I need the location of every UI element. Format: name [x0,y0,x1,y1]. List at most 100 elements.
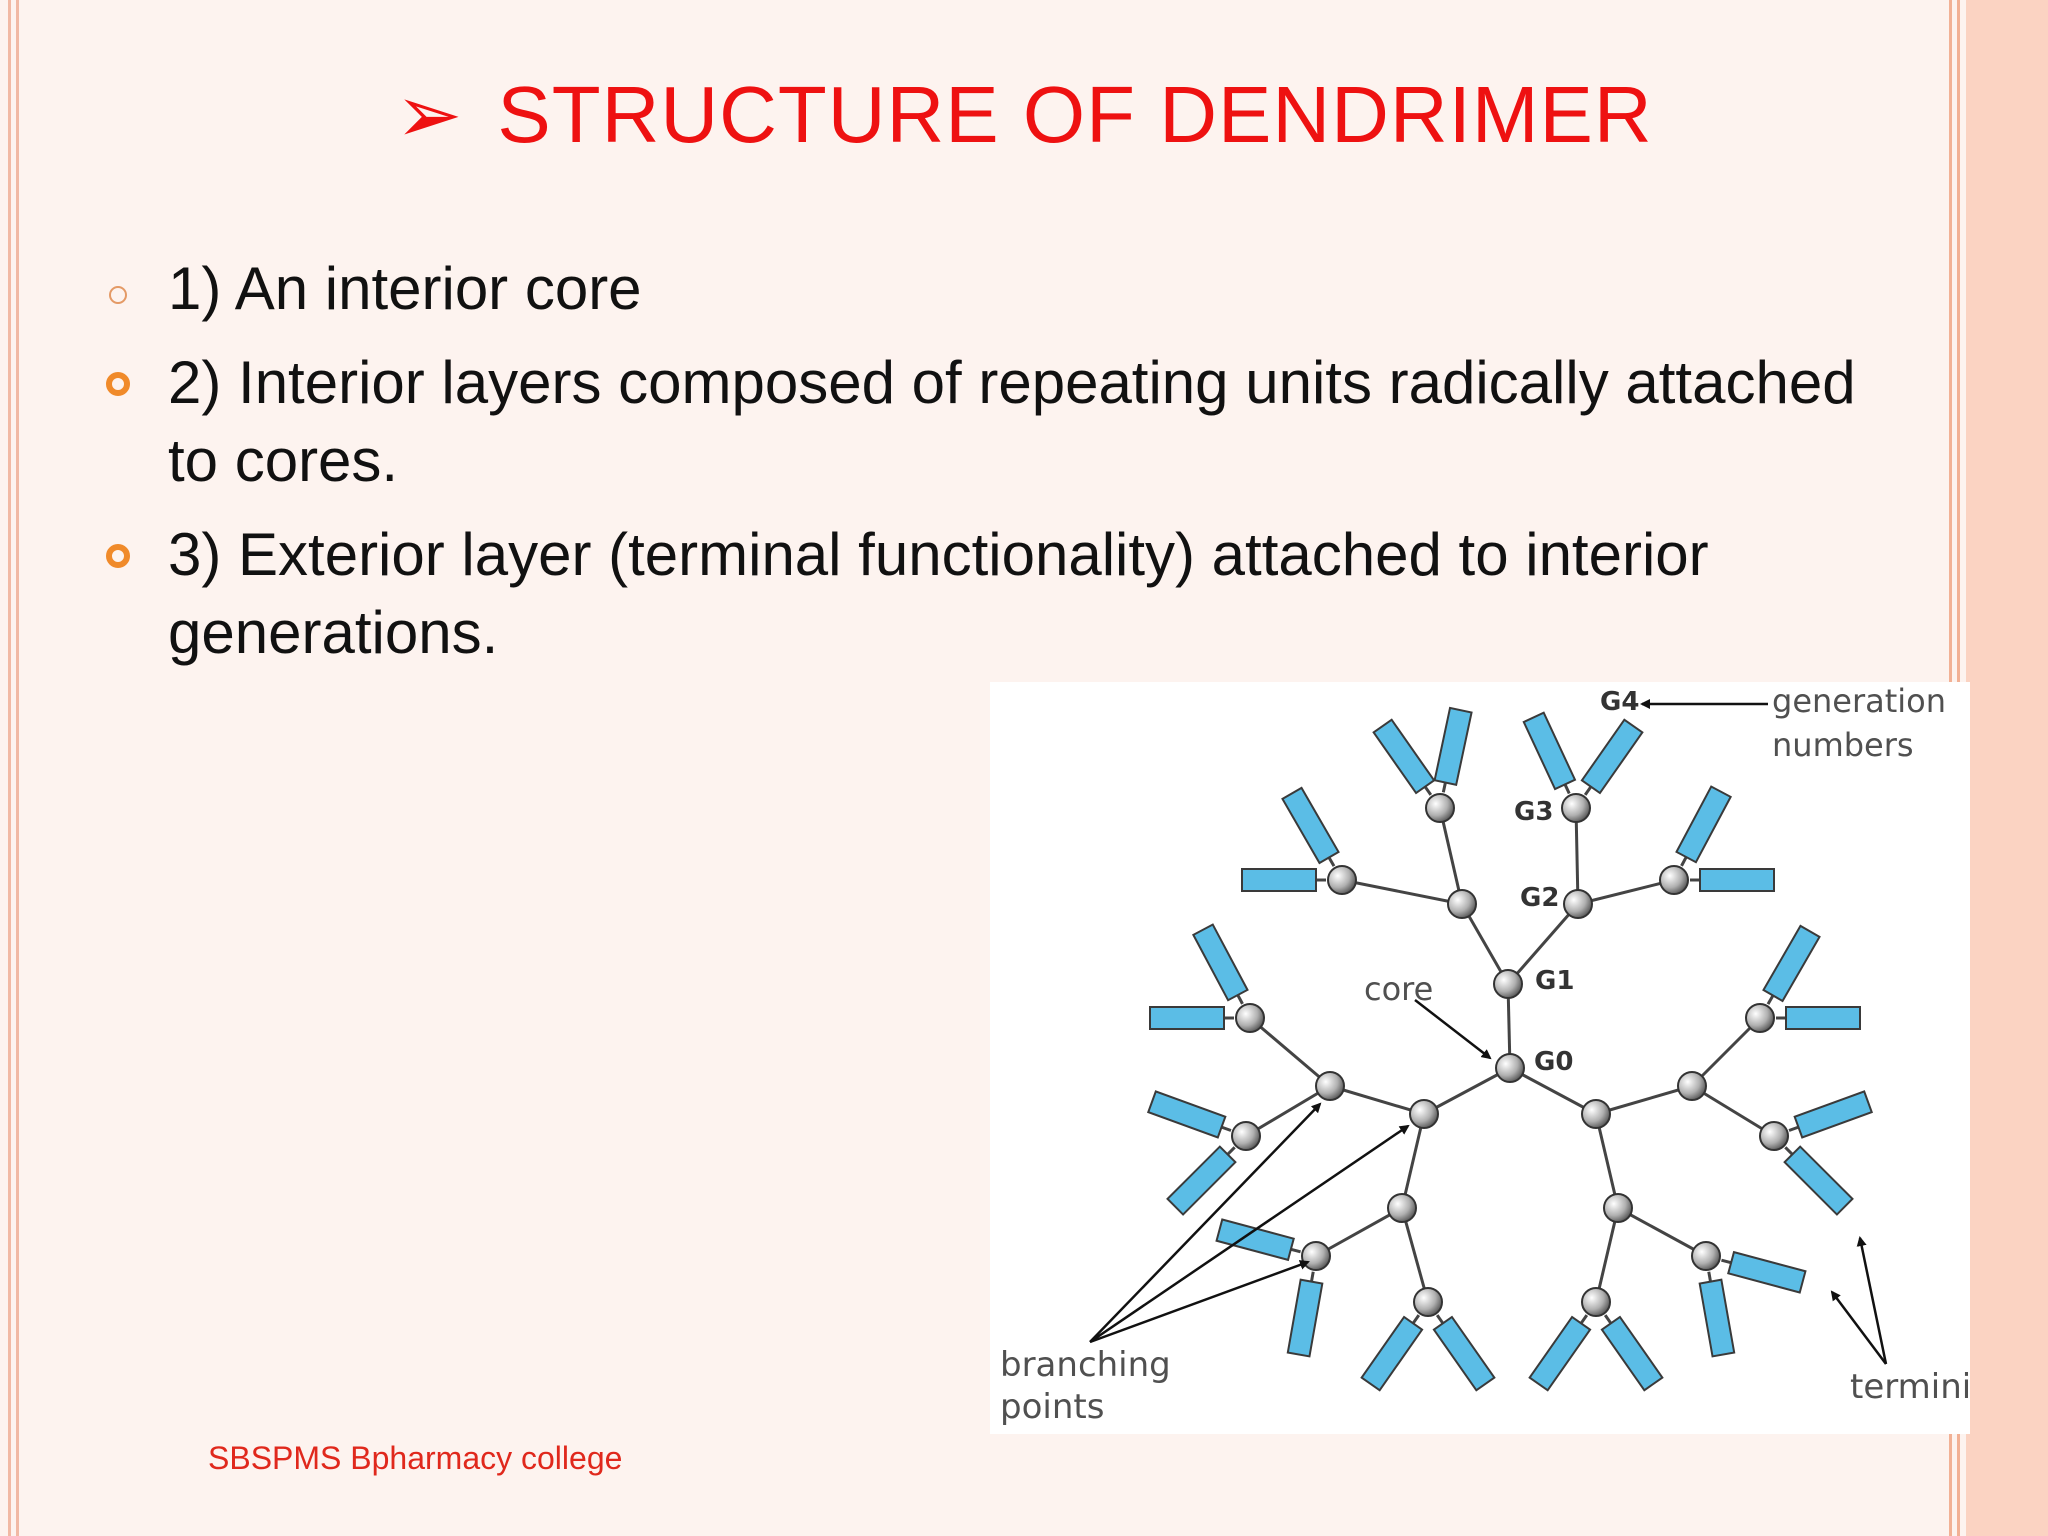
branching-node [1327,865,1357,895]
bond-line [1460,903,1510,985]
label-generation-numbers-1: generation [1772,682,1946,720]
terminal-stub [1441,782,1447,793]
branching-node [1493,969,1523,999]
terminal-group [1166,1145,1237,1216]
branching-node [1561,793,1591,823]
branching-node [1231,1121,1261,1151]
branching-node [1659,865,1689,895]
bond-line [1329,1084,1425,1116]
label-g4: G4 [1600,687,1639,717]
terminal-stub [1721,1258,1732,1265]
bond-line [1400,1113,1426,1209]
annotation-arrow [1089,1102,1322,1343]
terminal-group [1580,718,1644,795]
label-branching-points-1: branching [1000,1345,1171,1385]
terminal-stub [1563,783,1571,795]
terminal-group [1793,1090,1874,1139]
label-g2: G2 [1520,883,1559,913]
branching-node [1745,1003,1775,1033]
bullet-text: 3) Exterior layer (terminal functionalit… [168,521,1709,666]
annotation-arrow [1830,1290,1887,1365]
left-border-line [8,0,11,1536]
terminal-group [1522,711,1577,791]
terminal-stub [1310,1271,1315,1282]
bullet-text: 2) Interior layers composed of repeating… [168,349,1856,494]
terminal-group [1286,1278,1324,1358]
branching-node [1409,1099,1439,1129]
bullet-item: 3) Exterior layer (terminal functionalit… [106,516,1906,672]
label-termini: termini [1850,1367,1970,1407]
annotation-arrow [1856,1236,1888,1365]
annotation-arrow [1089,1124,1410,1344]
terminal-group [1698,1278,1736,1358]
bond-line [1249,1016,1331,1088]
dendrimer-diagram: G4 G3 G2 G1 G0 core generation numbers b… [990,682,1970,1434]
branching-node [1447,889,1477,919]
bullet-circle-icon [106,372,130,396]
label-g1: G1 [1535,966,1574,996]
branching-node [1387,1193,1417,1223]
terminal-group [1149,1006,1225,1030]
terminal-stub [1680,856,1688,867]
bond-line [1691,1084,1775,1138]
terminal-group [1281,786,1340,865]
bond-line [1315,1206,1403,1258]
bond-line [1617,1206,1707,1258]
branching-node [1759,1121,1789,1151]
branching-node [1495,1053,1525,1083]
bullet-list: 1) An interior core 2) Interior layers c… [106,250,1906,688]
terminal-groups [1146,706,1874,1392]
bond-line [1577,878,1675,906]
slide-title-text: STRUCTURE OF DENDRIMER [497,70,1653,159]
branching-node [1413,1287,1443,1317]
terminal-stub [1784,1146,1794,1156]
terminal-group [1191,923,1249,1002]
bullet-circle-icon [109,286,127,304]
terminal-stub [1423,785,1433,796]
bullet-item: 1) An interior core [106,250,1906,328]
terminal-group [1433,706,1473,787]
bond-line [1245,1084,1331,1138]
bond-line [1509,1066,1597,1116]
terminal-stub [1327,856,1336,867]
title-arrow-icon: ➢ [395,70,464,159]
branching-nodes [1231,793,1789,1317]
left-border-line-inner [16,0,19,1536]
terminal-group [1727,1250,1807,1294]
bond-lines [1245,807,1775,1303]
terminal-group [1699,868,1775,892]
branching-node [1235,1003,1265,1033]
terminal-stub [1435,1314,1445,1325]
terminal-group [1762,924,1821,1003]
dendrimer-svg: G4 G3 G2 G1 G0 core generation numbers b… [1000,682,1970,1427]
label-core: core [1364,970,1433,1008]
terminal-group [1675,785,1733,864]
terminal-stub [1411,1314,1421,1325]
annotation-arrows [1089,699,1888,1365]
branching-node [1581,1099,1611,1129]
footer-text: SBSPMS Bpharmacy college [208,1440,623,1476]
label-g0: G0 [1534,1047,1573,1077]
terminal-stub [1221,1125,1232,1132]
terminal-group [1600,1315,1664,1392]
bond-line [1595,1084,1693,1116]
terminal-stub [1707,1271,1712,1282]
terminal-stub [1579,1314,1589,1325]
label-g3: G3 [1514,797,1553,827]
terminal-group [1360,1315,1424,1392]
bond-line [1423,1066,1511,1116]
branching-node [1315,1071,1345,1101]
bond-line [1400,1207,1430,1303]
terminal-stub [1236,994,1244,1005]
bond-line [1690,1016,1762,1088]
label-generation-numbers-2: numbers [1772,726,1914,764]
bond-line [1574,807,1580,905]
bullet-item: 2) Interior layers composed of repeating… [106,344,1906,500]
right-decorative-band [1966,0,2048,1536]
branching-node [1563,889,1593,919]
annotation-arrow [1414,999,1492,1060]
bond-line [1506,903,1580,985]
bond-line [1341,878,1463,906]
terminal-stub [1788,1125,1799,1132]
terminal-stub [1603,1314,1613,1325]
